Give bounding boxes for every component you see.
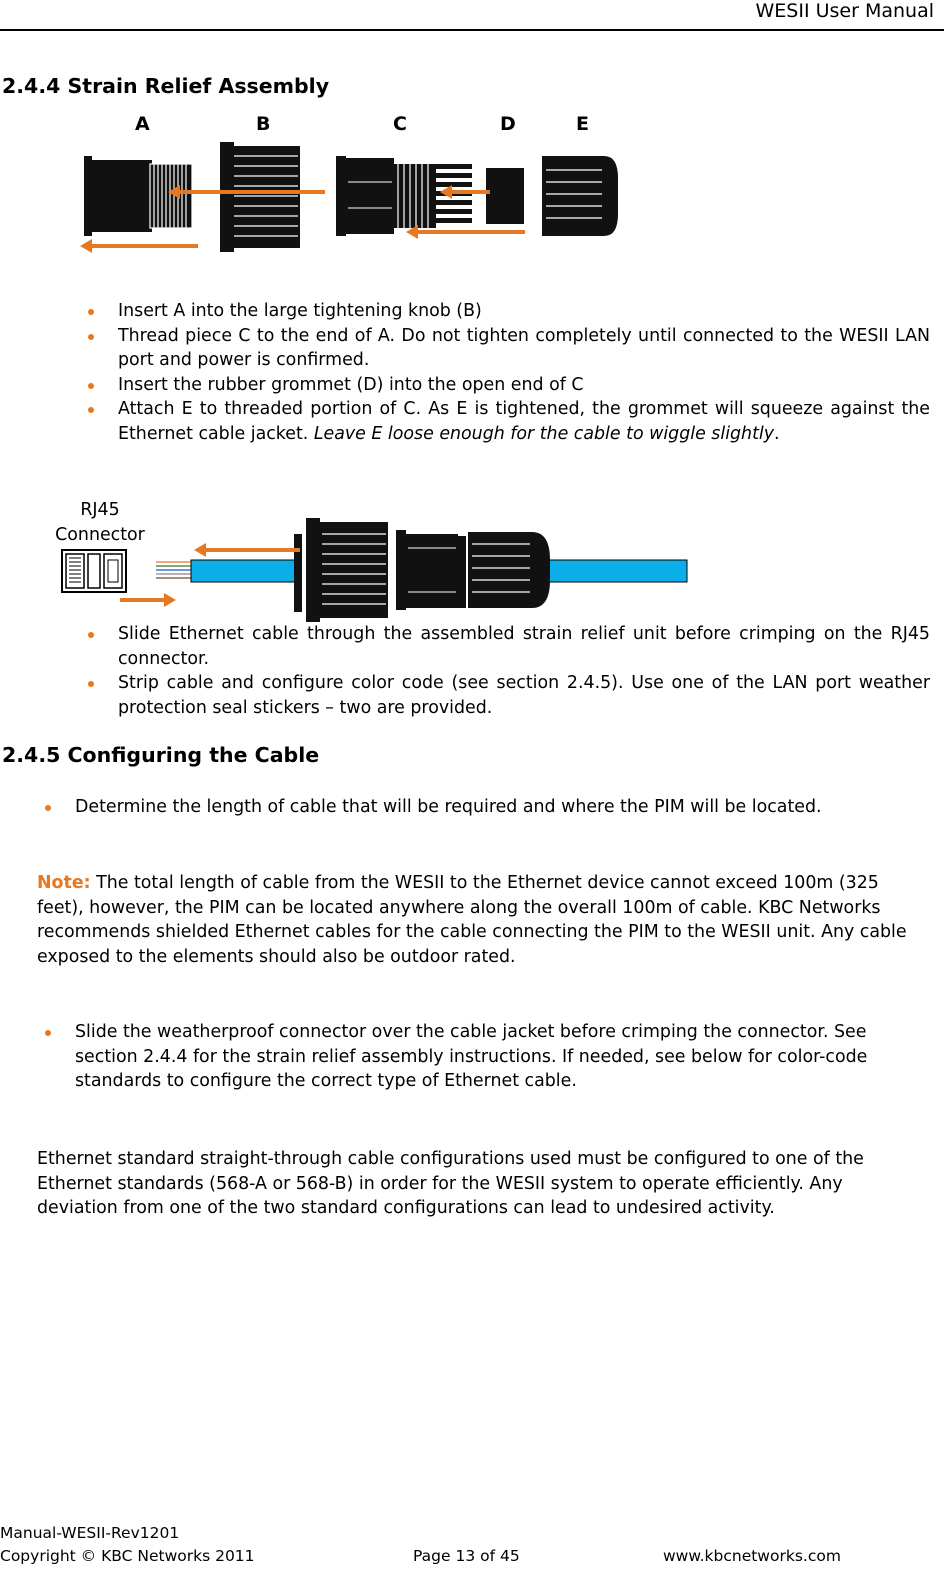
bullet-dot-icon [88,407,94,413]
list-item: Attach E to threaded portion of C. As E … [88,397,930,446]
list-item: Slide the weatherproof connector over th… [45,1020,927,1094]
document-header-title: WESII User Manual [755,0,935,22]
footer-page-number: Page 13 of 45 [413,1547,520,1565]
diagram-label-c: C [393,113,407,135]
list-item: Insert the rubber grommet (D) into the o… [88,373,930,398]
list-item-text: Slide Ethernet cable through the assembl… [118,624,930,669]
footer-website-link[interactable]: www.kbcnetworks.com [663,1547,841,1565]
list-item: Insert A into the large tightening knob … [88,299,930,324]
footer-manual-id: Manual-WESII-Rev1201 [0,1524,180,1542]
rj45-connector-label: RJ45 Connector [46,498,154,547]
configure-cable-list: Determine the length of cable that will … [45,795,885,820]
rj45-connector-icon [61,549,127,593]
rj45-label-line2: Connector [55,524,145,545]
list-item-text: Determine the length of cable that will … [75,797,822,817]
list-item-text: Slide the weatherproof connector over th… [75,1022,868,1091]
part-b [220,142,300,252]
part-d [486,168,524,224]
list-item-text: Attach E to threaded portion of C. As E … [118,399,930,444]
bullet-dot-icon [88,333,94,340]
part-c [336,156,472,236]
part-a [84,156,193,236]
diagram-label-e: E [576,113,589,135]
part-e [542,156,618,236]
section-heading-2-4-5: 2.4.5 Configuring the Cable [2,743,320,767]
bullet-dot-icon [88,309,94,315]
list-item: Determine the length of cable that will … [45,795,885,820]
list-item-italic-text: Leave E loose enough for the cable to wi… [313,423,775,444]
diagram-label-d: D [500,113,516,135]
header-rule [0,29,944,31]
weatherproof-list: Slide the weatherproof connector over th… [45,1020,927,1094]
strain-relief-exploded-diagram [80,142,618,253]
list-item-text: Strip cable and configure color code (se… [118,673,930,718]
list-item-text: Thread piece C to the end of A. Do not t… [118,325,930,371]
footer-copyright: Copyright © KBC Networks 2011 [0,1547,255,1565]
bullet-dot-icon [88,681,94,687]
assembled-strain-relief-diagram [61,518,688,622]
diagram-label-b: B [256,113,271,135]
diagram-label-a: A [135,113,150,135]
note-label: Note: [37,873,91,893]
bullet-dot-icon [88,632,94,638]
note-text: The total length of cable from the WESII… [37,873,907,967]
rj45-label-line1: RJ45 [80,500,120,520]
list-item-text: . [774,423,780,444]
list-item: Thread piece C to the end of A. Do not t… [88,324,930,373]
section-heading-2-4-4: 2.4.4 Strain Relief Assembly [2,74,330,98]
list-item: Strip cable and configure color code (se… [88,671,930,720]
list-item-text: Insert the rubber grommet (D) into the o… [118,374,584,395]
list-item-text: Insert A into the large tightening knob … [118,301,482,321]
bullet-dot-icon [88,382,94,389]
list-item: Slide Ethernet cable through the assembl… [88,622,930,671]
note-paragraph: Note: The total length of cable from the… [37,871,929,969]
cable-prep-list: Slide Ethernet cable through the assembl… [88,622,930,720]
ethernet-standards-paragraph: Ethernet standard straight-through cable… [37,1149,864,1218]
assembly-steps-list: Insert A into the large tightening knob … [88,299,930,446]
bullet-dot-icon [45,805,51,811]
bullet-dot-icon [45,1030,51,1036]
